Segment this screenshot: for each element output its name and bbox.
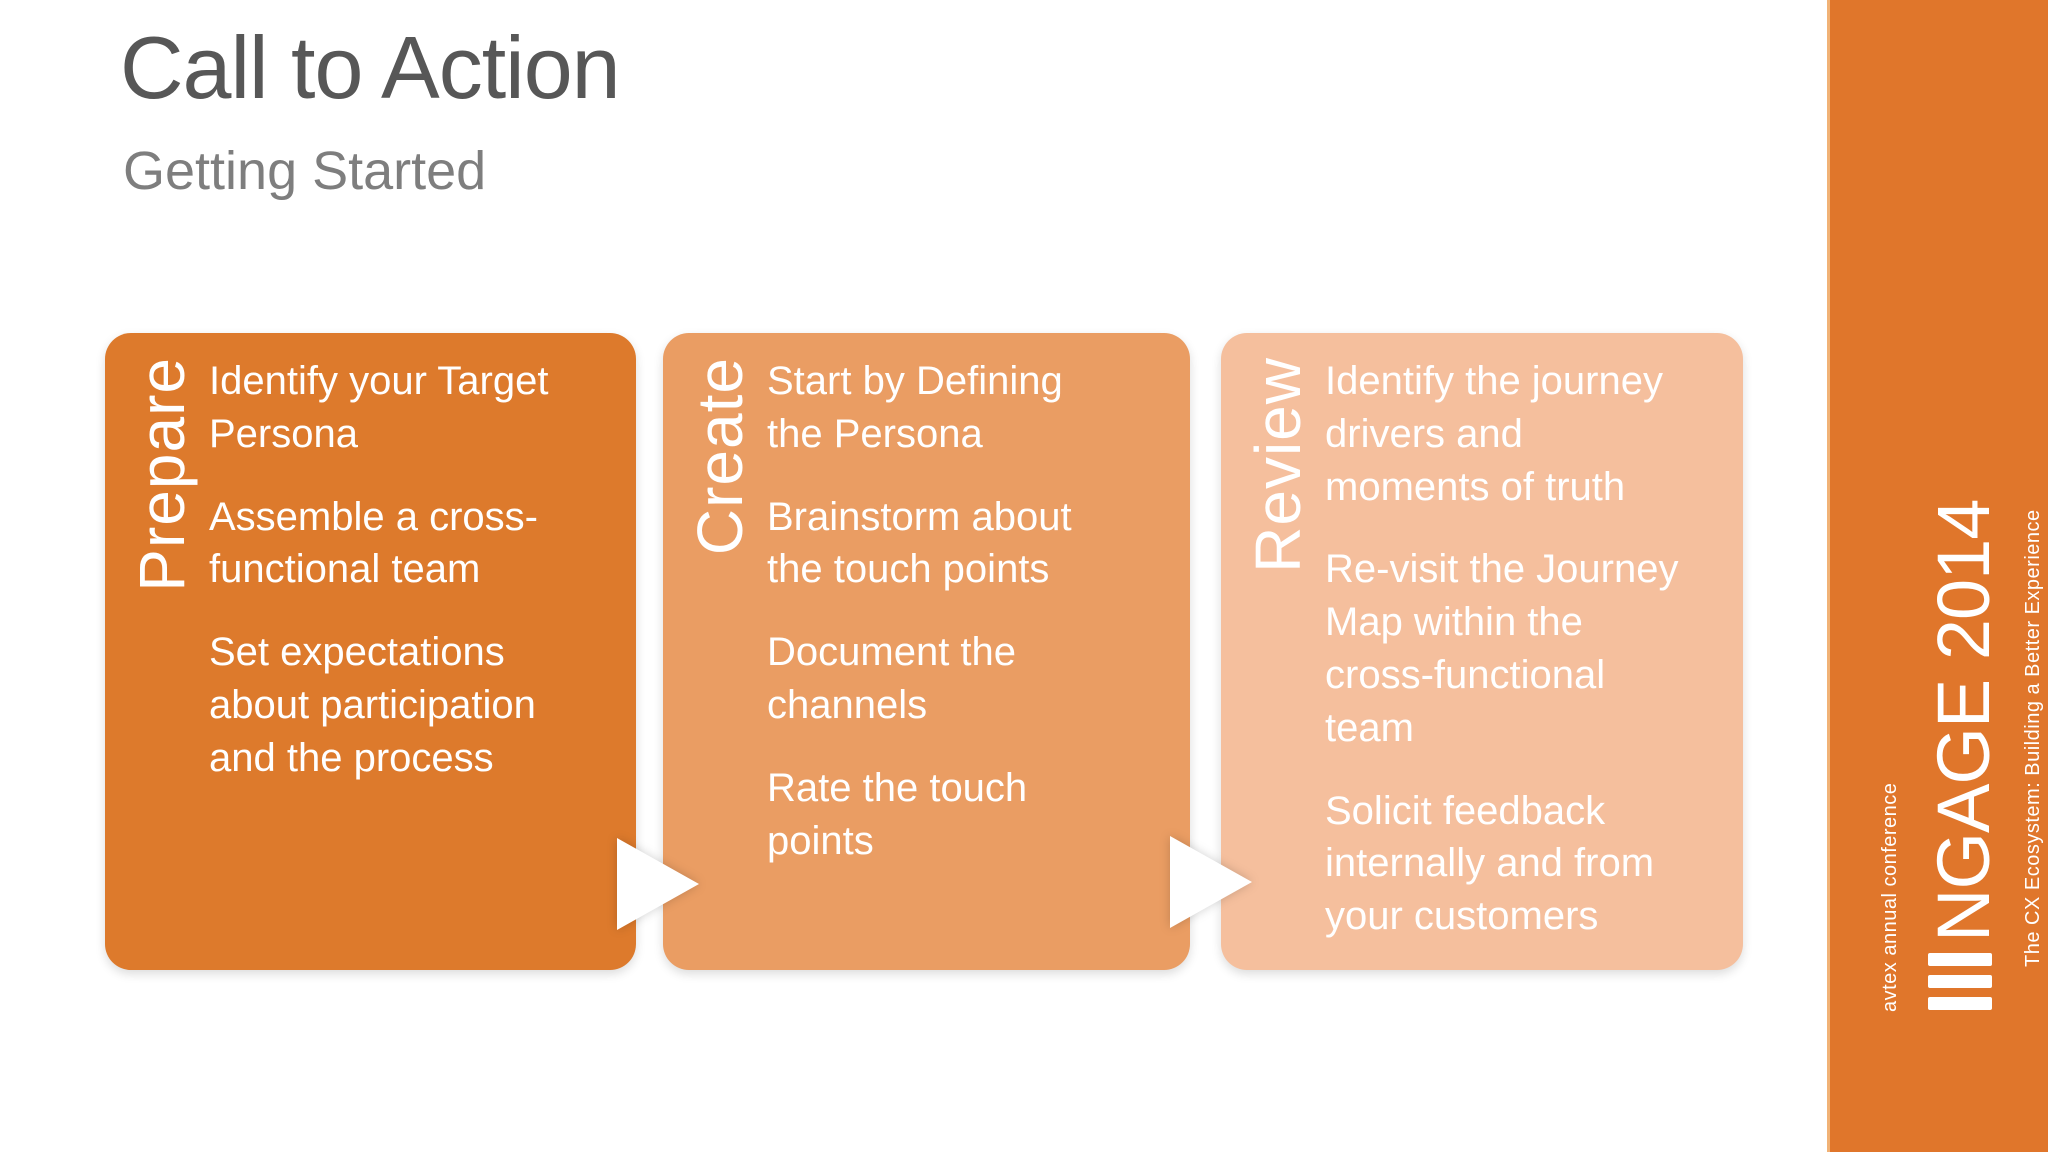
brand-tagline: The CX Ecosystem: Building a Better Expe… [2022,509,2044,967]
bullet-text: Rate the touch points [767,765,1028,863]
bullet-text: Solicit feedback internally and from you… [1325,788,1655,939]
process-arrow-icon [1170,836,1252,928]
process-arrow-icon [617,838,699,930]
bullet-text: Start by Defining the Persona [767,359,1063,456]
bullet-text: Identify your Target Persona [209,359,549,456]
triple-bar-e-logo-icon [1928,953,1992,1010]
bullet-text: Set expectations about participation and… [209,630,536,780]
step-bullets: Identify the journey drivers and moments… [1325,355,1709,973]
bullet-text: Identify the journey drivers and moments… [1325,359,1663,509]
bullet-text: Document the channels [767,630,1017,727]
conference-label: avtex annual conference [1879,782,1901,1012]
process-step-create: Create Start by Defining the Persona Bra… [663,333,1190,970]
sidebar-rotated-text: avtex annual conference NGAGE 2014 The C… [1877,440,2047,1012]
bullet-text: Assemble a cross- functional team [209,494,538,592]
bullet-text: Re-visit the Journey Map within the cros… [1325,547,1679,750]
step-bullets: Identify your Target Persona Assemble a … [209,355,602,815]
step-label-review: Review [1242,357,1314,573]
page-title: Call to Action [120,18,621,117]
brand-text: NGAGE 2014 [1922,499,2005,942]
step-label-prepare: Prepare [126,357,198,592]
bullet-text: Brainstorm about the touch points [767,494,1072,592]
step-label-create: Create [684,357,756,556]
step-bullets: Start by Defining the Persona Brainstorm… [767,355,1156,897]
process-step-prepare: Prepare Identify your Target Persona Ass… [105,333,636,970]
brand-sidebar: avtex annual conference NGAGE 2014 The C… [1827,0,2048,1152]
page-subtitle: Getting Started [123,141,487,201]
process-step-review: Review Identify the journey drivers and … [1221,333,1743,970]
